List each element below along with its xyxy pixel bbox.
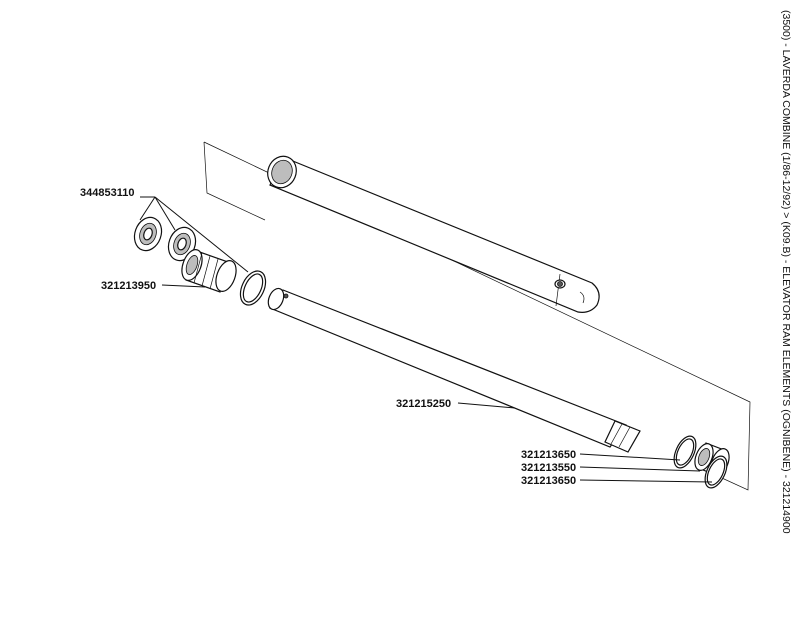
label-344853110: 344853110 bbox=[80, 187, 134, 199]
label-321213950: 321213950 bbox=[101, 280, 156, 292]
seal-344853110-a bbox=[133, 216, 163, 252]
label-321215250: 321215250 bbox=[396, 398, 451, 410]
o-ring-left bbox=[239, 270, 267, 306]
circlip-321213650-b bbox=[704, 455, 728, 489]
leader-lines bbox=[139, 196, 713, 483]
gland-321213950 bbox=[181, 249, 237, 293]
label-321213550: 321213550 bbox=[521, 462, 576, 474]
piston-rod bbox=[267, 287, 641, 453]
side-title: (3500) - LAVERDA COMBINE (1/86-12/92) > … bbox=[780, 10, 792, 534]
label-321213650-b: 321213650 bbox=[521, 475, 576, 487]
label-321213650-a: 321213650 bbox=[521, 449, 576, 461]
cylinder-barrel bbox=[267, 155, 600, 313]
assembly-frame bbox=[203, 141, 751, 491]
seal-344853110-b bbox=[167, 226, 197, 262]
